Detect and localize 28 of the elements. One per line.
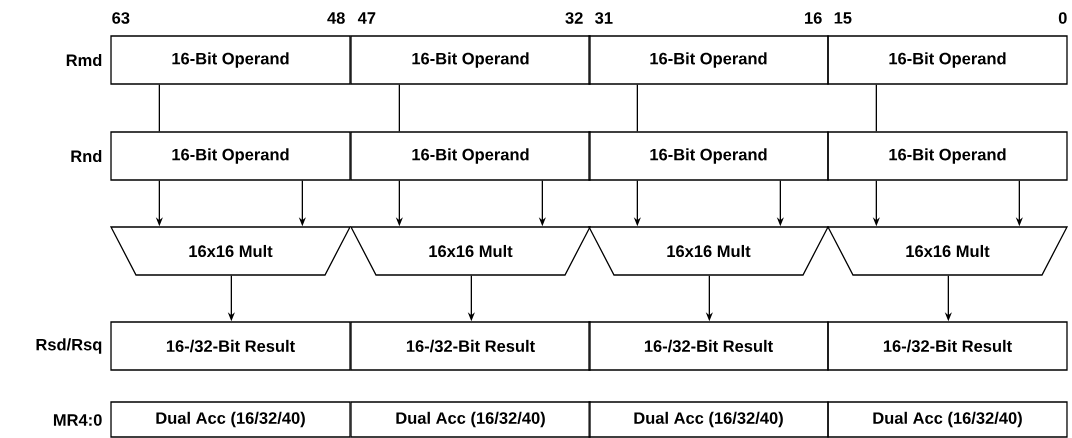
accumulator-cell: Dual Acc (16/32/40) <box>350 401 591 438</box>
connector-line <box>158 84 160 132</box>
connector-line <box>875 84 877 132</box>
accumulator-cell: Dual Acc (16/32/40) <box>110 401 351 438</box>
register-label: MR4:0 <box>53 414 102 426</box>
accumulator-cell: Dual Acc (16/32/40) <box>588 401 829 438</box>
result-cell: 16-/32-Bit Result <box>350 321 591 371</box>
result-cell: 16-/32-Bit Result <box>588 321 829 371</box>
operand-cell: 16-Bit Operand <box>827 131 1068 181</box>
result-cell: 16-/32-Bit Result <box>110 321 351 371</box>
accumulator-cell: Dual Acc (16/32/40) <box>827 401 1068 438</box>
operand-cell: 16-Bit Operand <box>110 35 351 85</box>
bit-number: 48 <box>327 12 345 24</box>
operand-cell: 16-Bit Operand <box>350 131 591 181</box>
operand-cell: 16-Bit Operand <box>350 35 591 85</box>
operand-cell: 16-Bit Operand <box>588 35 829 85</box>
bit-number: 32 <box>565 12 583 24</box>
operand-cell: 16-Bit Operand <box>827 35 1068 85</box>
bit-number: 31 <box>595 12 613 24</box>
bit-number: 47 <box>357 12 376 24</box>
register-label: Rsd/Rsq <box>36 338 102 354</box>
connector-line <box>398 84 400 132</box>
operand-cell: 16-Bit Operand <box>110 131 351 181</box>
bit-number: 16 <box>805 12 822 24</box>
bit-number: 15 <box>834 12 852 24</box>
result-cell: 16-/32-Bit Result <box>827 321 1068 371</box>
connector-line <box>636 84 638 132</box>
operand-cell: 16-Bit Operand <box>588 131 829 181</box>
